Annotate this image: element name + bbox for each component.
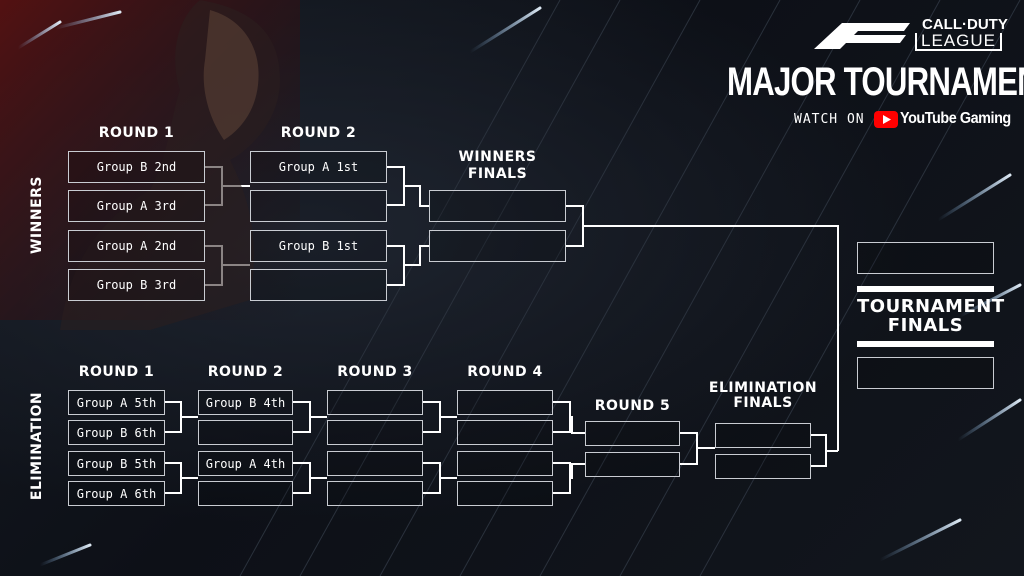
elim-r4-slot-3[interactable] xyxy=(457,451,553,476)
soldier-figure xyxy=(60,0,280,330)
elim-r1-slot-3[interactable]: Group B 5th xyxy=(68,451,165,476)
youtube-play-icon[interactable] xyxy=(874,111,898,129)
tournament-finals-slot-1[interactable] xyxy=(857,242,994,274)
elim-r2-slot-4[interactable] xyxy=(198,481,293,506)
elim-r1-slot-4[interactable]: Group A 6th xyxy=(68,481,165,506)
cdl-logo-icon xyxy=(814,23,910,49)
elim-r4-slot-2[interactable] xyxy=(457,420,553,445)
winners-r1-slot-2[interactable]: Group A 3rd xyxy=(68,190,205,222)
winners-r1-slot-3[interactable]: Group A 2nd xyxy=(68,230,205,262)
elim-r4-slot-1[interactable] xyxy=(457,390,553,415)
elim-finals-heading: ELIMINATION FINALS xyxy=(708,380,818,411)
youtube-gaming-link[interactable]: YouTube Gaming xyxy=(900,110,1011,127)
elimination-section-label: ELIMINATION xyxy=(29,391,45,501)
winners-r2-slot-1[interactable]: Group A 1st xyxy=(250,151,387,183)
winners-r1-slot-4[interactable]: Group B 3rd xyxy=(68,269,205,301)
elim-round3-heading: ROUND 3 xyxy=(337,364,413,380)
winners-r2-slot-3[interactable]: Group B 1st xyxy=(250,230,387,262)
elim-round2-heading: ROUND 2 xyxy=(207,364,284,380)
elim-r5-slot-2[interactable] xyxy=(585,452,680,477)
page-title: MAJOR TOURNAMENT xyxy=(727,60,1024,104)
winners-round2-heading: ROUND 2 xyxy=(280,125,357,141)
watch-on-label: WATCH ON xyxy=(794,112,865,127)
tournament-finals-slot-2[interactable] xyxy=(857,357,994,389)
elim-r4-slot-4[interactable] xyxy=(457,481,553,506)
logo-league: LEAGUE xyxy=(915,32,1002,51)
winners-r2-slot-2[interactable] xyxy=(250,190,387,222)
winners-round1-heading: ROUND 1 xyxy=(98,125,175,141)
elim-round4-heading: ROUND 4 xyxy=(467,364,543,380)
elim-r1-slot-2[interactable]: Group B 6th xyxy=(68,420,165,445)
winners-finals-slot-1[interactable] xyxy=(429,190,566,222)
elim-r1-slot-1[interactable]: Group A 5th xyxy=(68,390,165,415)
logo-call-of-duty: CALL·DUTY xyxy=(922,16,1008,33)
winners-r1-slot-1[interactable]: Group B 2nd xyxy=(68,151,205,183)
winners-finals-heading: WINNERS FINALS xyxy=(458,149,537,182)
elim-round5-heading: ROUND 5 xyxy=(594,398,671,414)
tournament-finals-bar-bottom xyxy=(857,341,994,347)
elim-r2-slot-3[interactable]: Group A 4th xyxy=(198,451,293,476)
elim-r2-slot-2[interactable] xyxy=(198,420,293,445)
winners-section-label: WINNERS xyxy=(29,175,45,255)
elim-r3-slot-3[interactable] xyxy=(327,451,423,476)
elim-r3-slot-4[interactable] xyxy=(327,481,423,506)
elim-finals-slot-2[interactable] xyxy=(715,454,811,479)
elim-r2-slot-1[interactable]: Group B 4th xyxy=(198,390,293,415)
elim-r3-slot-2[interactable] xyxy=(327,420,423,445)
winners-r2-slot-4[interactable] xyxy=(250,269,387,301)
winners-finals-slot-2[interactable] xyxy=(429,230,566,262)
elim-finals-slot-1[interactable] xyxy=(715,423,811,448)
elim-round1-heading: ROUND 1 xyxy=(78,364,155,380)
tournament-finals-bar-top xyxy=(857,286,994,292)
tournament-finals-heading: TOURNAMENT FINALS xyxy=(857,296,1005,336)
elim-r5-slot-1[interactable] xyxy=(585,421,680,446)
elim-r3-slot-1[interactable] xyxy=(327,390,423,415)
